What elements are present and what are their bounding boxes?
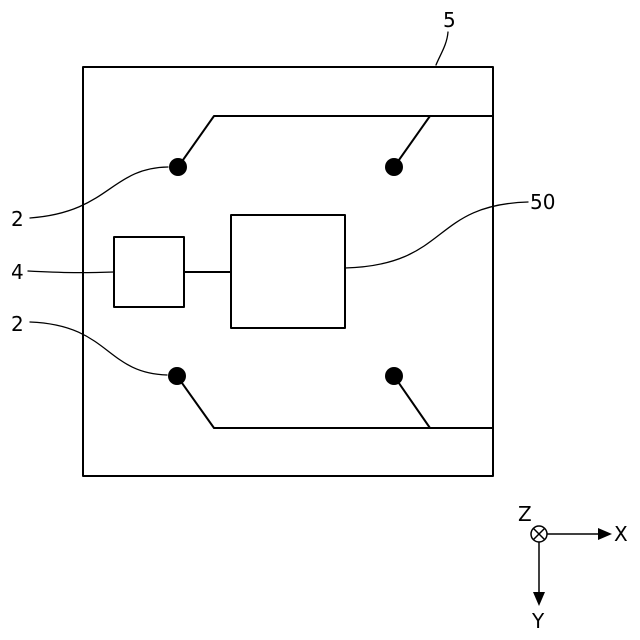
leader-electrode-lower [30,322,167,375]
label-circuit: 50 [530,190,555,214]
x-axis-arrow-icon [598,528,612,540]
circuit-block [231,215,345,328]
element-block [114,237,184,307]
upper-wire-right [394,116,430,167]
label-electrode-upper: 2 [11,207,24,231]
axes-indicator: Z X Y [518,502,628,633]
housing-frame [83,67,493,476]
upper-wire-left [178,116,493,167]
leader-element [28,271,114,273]
electrode-lower-right [385,367,403,385]
lower-wire-left [177,376,493,428]
electrode-lower-left [168,367,186,385]
leader-housing [436,32,448,65]
label-element: 4 [11,260,24,284]
axis-label-y: Y [531,609,545,633]
lower-wire-right [394,376,430,428]
electrode-upper-left [169,158,187,176]
leader-electrode-upper [30,167,168,218]
label-electrode-lower: 2 [11,312,24,336]
label-housing: 5 [443,8,456,32]
leader-circuit [345,202,528,268]
axis-label-z: Z [518,502,532,526]
axis-label-x: X [614,522,628,546]
y-axis-arrow-icon [533,592,545,606]
electrode-upper-right [385,158,403,176]
